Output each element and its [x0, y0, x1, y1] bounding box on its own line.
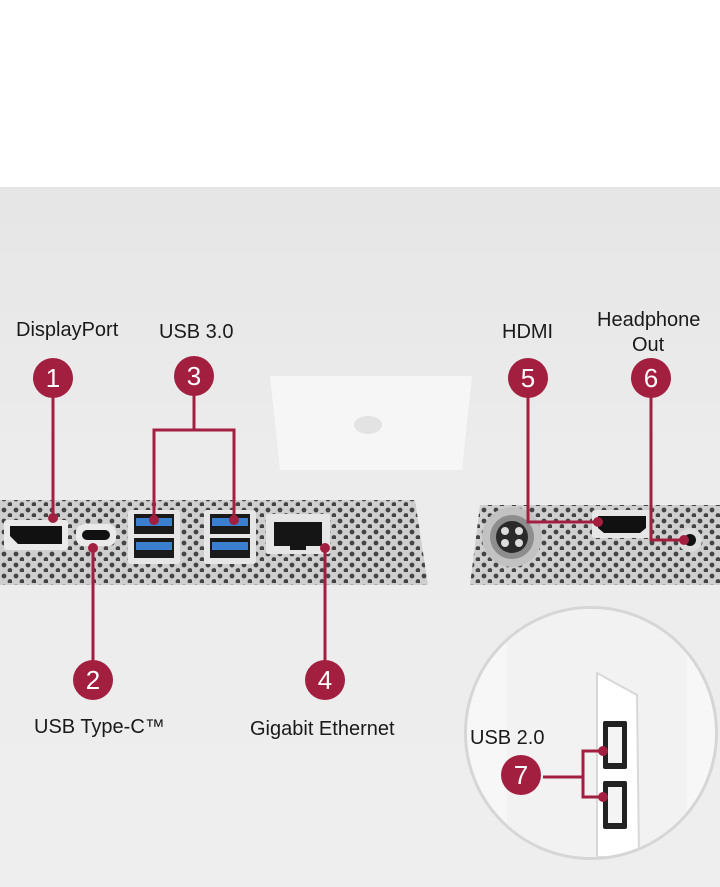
label-ethernet: Gigabit Ethernet	[250, 718, 395, 740]
label-usb30: USB 3.0	[159, 321, 234, 343]
label-hdmi: HDMI	[502, 321, 554, 343]
label-usb20: USB 2.0	[470, 727, 545, 749]
label-headphone-line1: Headphone	[597, 309, 701, 331]
usb20-zoom-circle	[464, 606, 718, 860]
leader-lines	[51, 395, 684, 662]
label-displayport: DisplayPort	[16, 319, 119, 341]
badge-7: 7	[501, 755, 541, 795]
badge-1: 1	[33, 358, 73, 398]
badge-4: 4	[305, 660, 345, 700]
badge-5: 5	[508, 358, 548, 398]
badge-6: 6	[631, 358, 671, 398]
badge-2: 2	[73, 660, 113, 700]
label-usbc: USB Type-C™	[34, 716, 165, 738]
badge-3: 3	[174, 356, 214, 396]
label-headphone-line2: Out	[632, 334, 665, 356]
